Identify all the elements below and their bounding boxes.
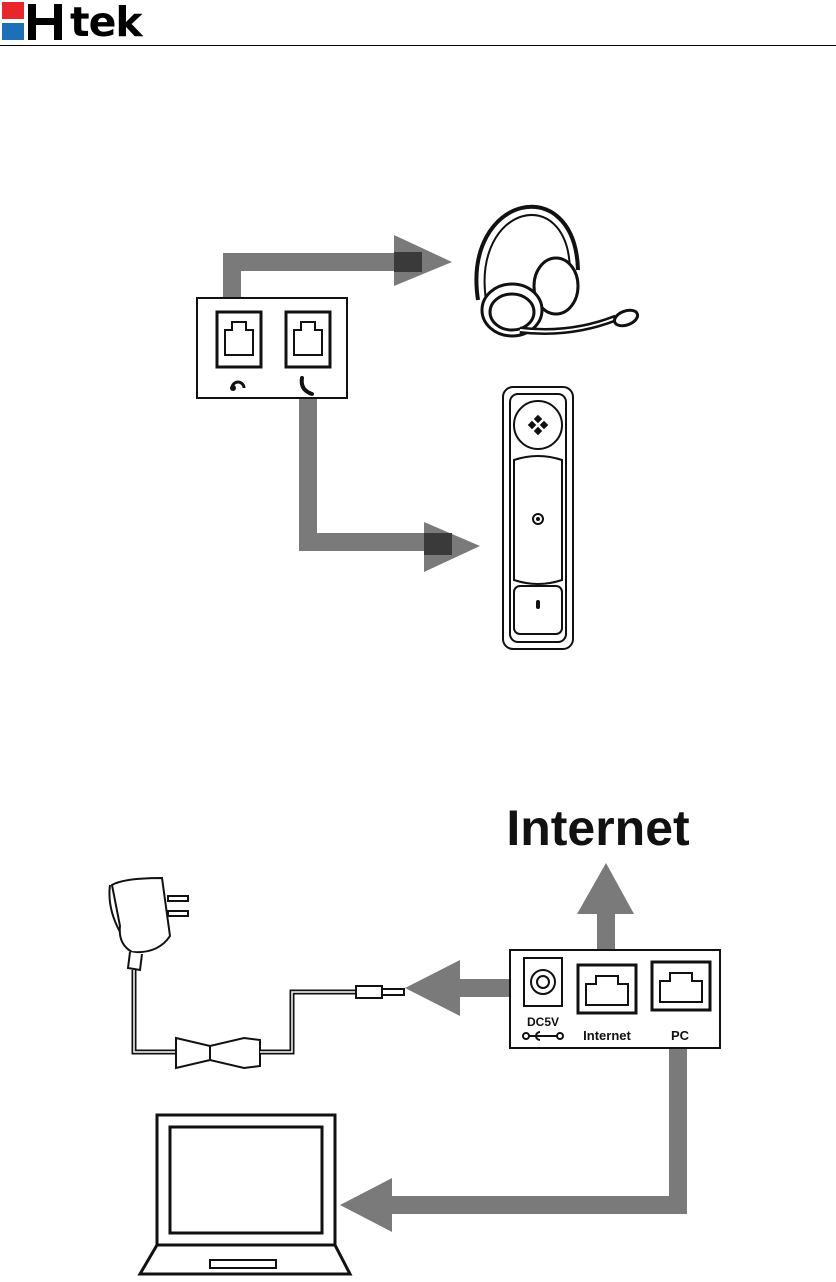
network-port-panel: DC5V Internet PC	[510, 950, 720, 1048]
power-arrow	[405, 960, 522, 1016]
internet-label: Internet	[506, 800, 690, 856]
pc-port-label: PC	[671, 1028, 690, 1043]
power-adapter-icon	[109, 878, 404, 1068]
handset-jack	[286, 312, 330, 367]
dc5v-port-label: DC5V	[527, 1015, 559, 1029]
pc-jack	[652, 962, 710, 1010]
headset-arrow	[232, 235, 452, 305]
headset-icon	[476, 207, 639, 336]
internet-port-label: Internet	[583, 1028, 631, 1043]
handset-icon	[503, 387, 573, 649]
laptop-icon	[140, 1115, 350, 1274]
handset-arrow	[308, 380, 480, 572]
internet-jack	[578, 965, 636, 1013]
dc-power-jack	[524, 958, 562, 1006]
headset-jack	[217, 312, 261, 367]
network-diagram: Internet DC5V	[0, 700, 836, 1280]
headset-handset-diagram	[0, 0, 836, 700]
headset-port-panel	[197, 298, 347, 398]
pc-arrow	[340, 1048, 678, 1232]
